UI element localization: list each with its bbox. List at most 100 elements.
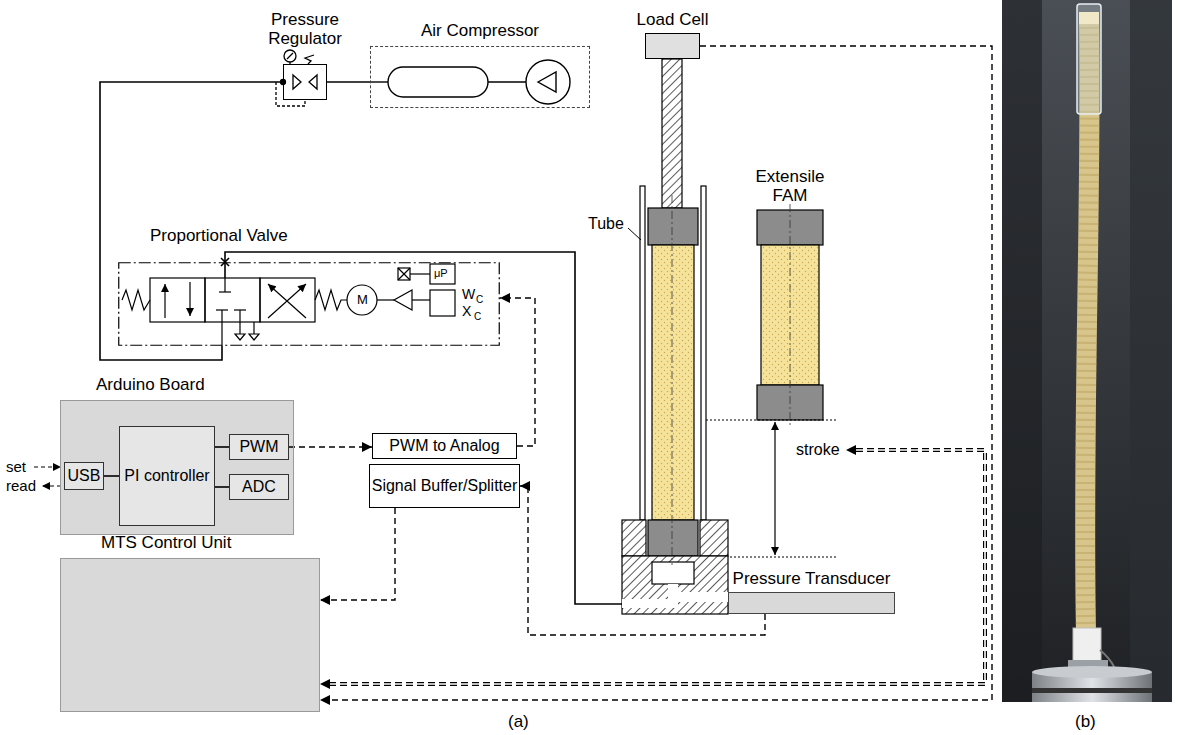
valve-symbol — [268, 284, 306, 318]
signal-subscript: C — [474, 312, 481, 322]
part-heading: Extensile FAM — [742, 167, 838, 206]
test-rig — [700, 520, 728, 556]
stroke-dimension — [706, 420, 838, 557]
regulator-symbol — [309, 75, 317, 89]
fam-actuator: Extensile FAM — [757, 210, 823, 420]
air-connector — [327, 81, 370, 83]
valve-symbol — [234, 309, 246, 310]
dimension-label: stroke — [796, 442, 840, 458]
valve-symbol — [398, 268, 410, 280]
test-rig — [622, 59, 728, 614]
stroke-dimension — [706, 420, 838, 421]
pwm-block: PWM — [229, 434, 289, 460]
signal-subscript: C — [476, 295, 483, 305]
valve-symbol — [398, 268, 410, 280]
actuator-photo — [1002, 0, 1172, 702]
actuator-photo — [1079, 12, 1099, 24]
stroke-signal — [320, 679, 330, 689]
test-rig — [622, 599, 678, 608]
part-heading: Arduino Board — [96, 375, 205, 395]
compressor-symbol — [526, 60, 570, 104]
test-rig — [622, 556, 728, 614]
valve-symbol — [347, 285, 377, 315]
test-rig — [648, 520, 698, 556]
buffer-box: Signal Buffer/Splitter — [369, 464, 520, 508]
air-connector — [100, 82, 283, 360]
regulator-symbol — [293, 75, 301, 89]
part-label: Tube — [588, 216, 624, 232]
valve-symbol — [260, 278, 315, 322]
box-label: ADC — [242, 478, 276, 496]
compressor-box: Air Compressor — [370, 46, 590, 108]
actuator-photo — [1002, 0, 1042, 702]
test-rig — [672, 195, 673, 565]
valve-symbol — [205, 278, 260, 322]
usb-signal-arrows — [34, 467, 61, 486]
stroke-dimension — [730, 557, 838, 558]
air-line — [221, 258, 229, 266]
air-line — [225, 252, 622, 604]
valve-symbol — [189, 282, 190, 316]
arduino-board: Arduino BoardUSBPI controllerPWMADC — [60, 400, 294, 535]
part-heading: Pressure Regulator — [253, 10, 357, 49]
compressor-symbol — [488, 81, 526, 82]
part-heading: Air Compressor — [421, 21, 539, 41]
signal-connector — [500, 298, 535, 446]
valve-symbol — [394, 290, 412, 310]
stroke-dimension — [774, 422, 775, 555]
valve-symbol — [430, 290, 455, 316]
valve-symbol — [150, 278, 205, 322]
panel-label: (b) — [1075, 713, 1096, 730]
actuator-photo — [1032, 666, 1152, 678]
actuator-photo — [1077, 4, 1101, 114]
regulator-symbol — [284, 50, 296, 62]
test-rig — [662, 59, 682, 208]
signal-name: W — [462, 287, 475, 301]
signal-name: X — [462, 304, 471, 318]
control-unit: MTS Control Unit — [60, 558, 320, 712]
arduino-board-ground — [60, 400, 294, 535]
pressure-transducer: Pressure Transducer — [728, 592, 895, 614]
signal-name: set — [6, 459, 26, 474]
test-rig — [640, 186, 645, 520]
part-heading: Pressure Transducer — [733, 569, 891, 589]
valve-symbol — [315, 290, 347, 310]
panel-label: (a) — [508, 713, 529, 730]
test-rig — [652, 245, 694, 520]
stroke-signal — [320, 445, 985, 689]
fam-drawing — [790, 204, 791, 426]
test-rig — [648, 208, 698, 245]
valve-symbol — [430, 264, 455, 284]
signal-connector — [320, 46, 992, 700]
adc-block: ADC — [229, 474, 289, 500]
valve-symbol — [216, 309, 228, 310]
box-label: PI controller — [124, 467, 209, 485]
valve-symbol — [221, 322, 222, 346]
regulator-symbol — [305, 55, 314, 64]
valve-symbol — [410, 273, 430, 274]
processor-symbol-label: μP — [434, 268, 448, 279]
regulator-symbol — [276, 82, 305, 106]
valve-symbol — [412, 299, 430, 300]
box-label: PWM — [239, 438, 278, 456]
valve-symbol — [122, 264, 455, 346]
valve-symbol — [221, 310, 222, 322]
valve-symbol — [398, 268, 410, 280]
part-heading: Proportional Valve — [150, 226, 288, 246]
valve-symbol — [253, 322, 254, 334]
valve-symbol — [377, 299, 394, 300]
box-label: USB — [68, 467, 101, 485]
stroke-signal — [330, 450, 985, 684]
actuator-photo — [1002, 0, 1172, 702]
part-heading: MTS Control Unit — [101, 533, 231, 553]
valve-symbol — [249, 334, 259, 340]
converter-box: PWM to Analog — [372, 433, 517, 459]
valve-symbol — [224, 278, 225, 292]
actuator-photo — [1073, 628, 1101, 662]
motor-symbol-letter: M — [357, 293, 368, 306]
test-rig — [622, 520, 646, 556]
air-connector — [215, 446, 229, 448]
load-cell: Load Cell — [645, 33, 700, 59]
valve-symbol — [122, 290, 150, 310]
valve-symbol — [164, 284, 165, 318]
